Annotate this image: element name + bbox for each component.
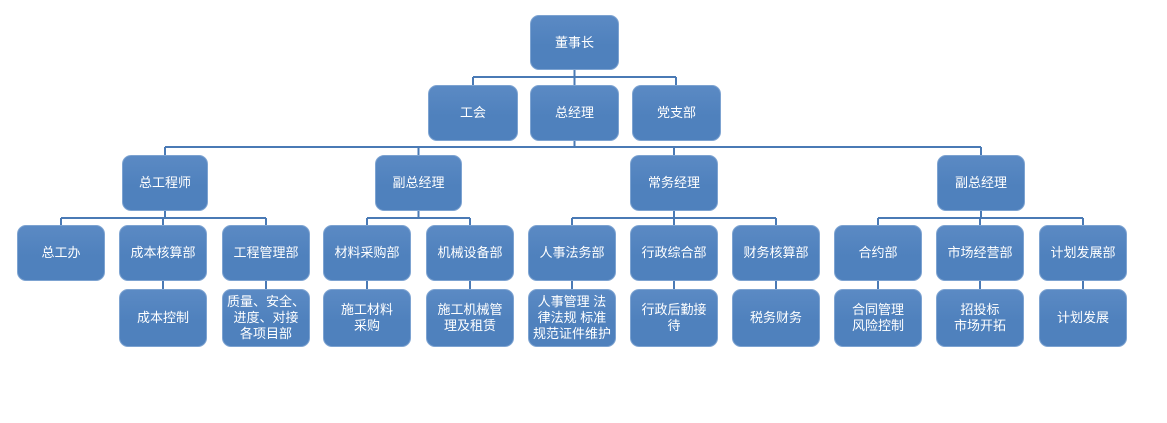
node-contract-dept: 合约部 [834, 225, 922, 281]
node-hr-legal-standards: 人事管理 法 律法规 标准 规范证件维护 [528, 289, 616, 347]
node-executive-manager: 常务经理 [630, 155, 718, 211]
node-general-manager-label: 总经理 [554, 105, 594, 121]
connector-gm-to-level3 [164, 141, 982, 155]
node-cost-control-label: 成本控制 [136, 310, 189, 326]
node-deputy-gm-1-label: 副总经理 [392, 175, 445, 191]
node-engineering-mgmt-dept-label: 工程管理部 [233, 245, 299, 261]
connector-chairman-to-level2 [472, 70, 677, 85]
node-quality-safety-progress: 质量、安全、 进度、对接 各项目部 [222, 289, 310, 347]
node-chief-engineer: 总工程师 [122, 155, 208, 211]
node-admin-general-dept: 行政综合部 [630, 225, 718, 281]
node-planning-development-label: 计划发展 [1056, 310, 1109, 326]
node-admin-logistics-reception: 行政后勤接 待 [630, 289, 718, 347]
node-labor-union: 工会 [428, 85, 518, 141]
node-deputy-gm-2: 副总经理 [937, 155, 1025, 211]
node-planning-development: 计划发展 [1039, 289, 1127, 347]
node-hr-legal-standards-label: 人事管理 法 律法规 标准 规范证件维护 [532, 294, 611, 341]
node-chief-engineer-label: 总工程师 [138, 175, 191, 191]
node-admin-general-dept-label: 行政综合部 [641, 245, 707, 261]
node-machinery-equipment-dept: 机械设备部 [426, 225, 514, 281]
node-contract-dept-label: 合约部 [858, 245, 898, 261]
node-planning-development-dept: 计划发展部 [1039, 225, 1127, 281]
node-market-operation-dept-label: 市场经营部 [947, 245, 1013, 261]
node-party-branch: 党支部 [632, 85, 721, 141]
node-hr-legal-dept: 人事法务部 [528, 225, 616, 281]
node-labor-union-label: 工会 [459, 105, 486, 121]
node-quality-safety-progress-label: 质量、安全、 进度、对接 各项目部 [226, 294, 305, 341]
node-cost-accounting-dept-label: 成本核算部 [130, 245, 196, 261]
node-cost-control: 成本控制 [119, 289, 207, 347]
node-material-purchasing-dept-label: 材料采购部 [334, 245, 400, 261]
node-bidding-market-expansion-label: 招投标 市场开拓 [953, 302, 1006, 333]
node-finance-accounting-dept: 财务核算部 [732, 225, 820, 281]
node-engineering-mgmt-dept: 工程管理部 [222, 225, 310, 281]
connector-executive-manager-group [571, 211, 777, 225]
connector-chief-engineer-group [60, 211, 267, 225]
node-planning-development-dept-label: 计划发展部 [1050, 245, 1116, 261]
node-material-purchasing-dept: 材料采购部 [323, 225, 411, 281]
node-party-branch-label: 党支部 [656, 105, 696, 121]
node-cost-accounting-dept: 成本核算部 [119, 225, 207, 281]
node-executive-manager-label: 常务经理 [647, 175, 700, 191]
node-chief-engineer-office-label: 总工办 [41, 245, 81, 261]
node-chief-engineer-office: 总工办 [17, 225, 105, 281]
node-bidding-market-expansion: 招投标 市场开拓 [936, 289, 1024, 347]
connector-level4-to-level5 [162, 281, 1084, 289]
node-machinery-mgmt-leasing-label: 施工机械管 理及租赁 [437, 302, 503, 333]
node-hr-legal-dept-label: 人事法务部 [539, 245, 605, 261]
node-chairman-label: 董事长 [554, 34, 594, 50]
connector-deputy-gm1-group [366, 211, 471, 225]
node-deputy-gm-2-label: 副总经理 [954, 175, 1007, 191]
node-tax-finance-label: 税务财务 [749, 310, 802, 326]
node-chairman: 董事长 [530, 15, 619, 70]
node-deputy-gm-1: 副总经理 [375, 155, 462, 211]
node-admin-logistics-reception-label: 行政后勤接 待 [641, 302, 707, 333]
node-machinery-equipment-dept-label: 机械设备部 [437, 245, 503, 261]
node-market-operation-dept: 市场经营部 [936, 225, 1024, 281]
node-construction-material-purchase: 施工材料 采购 [323, 289, 411, 347]
node-machinery-mgmt-leasing: 施工机械管 理及租赁 [426, 289, 514, 347]
node-construction-material-purchase-label: 施工材料 采购 [340, 302, 393, 333]
node-finance-accounting-dept-label: 财务核算部 [743, 245, 809, 261]
node-contract-mgmt-risk-control-label: 合同管理 风险控制 [851, 302, 904, 333]
node-general-manager: 总经理 [530, 85, 619, 141]
node-contract-mgmt-risk-control: 合同管理 风险控制 [834, 289, 922, 347]
node-tax-finance: 税务财务 [732, 289, 820, 347]
connector-deputy-gm2-group [877, 211, 1084, 225]
